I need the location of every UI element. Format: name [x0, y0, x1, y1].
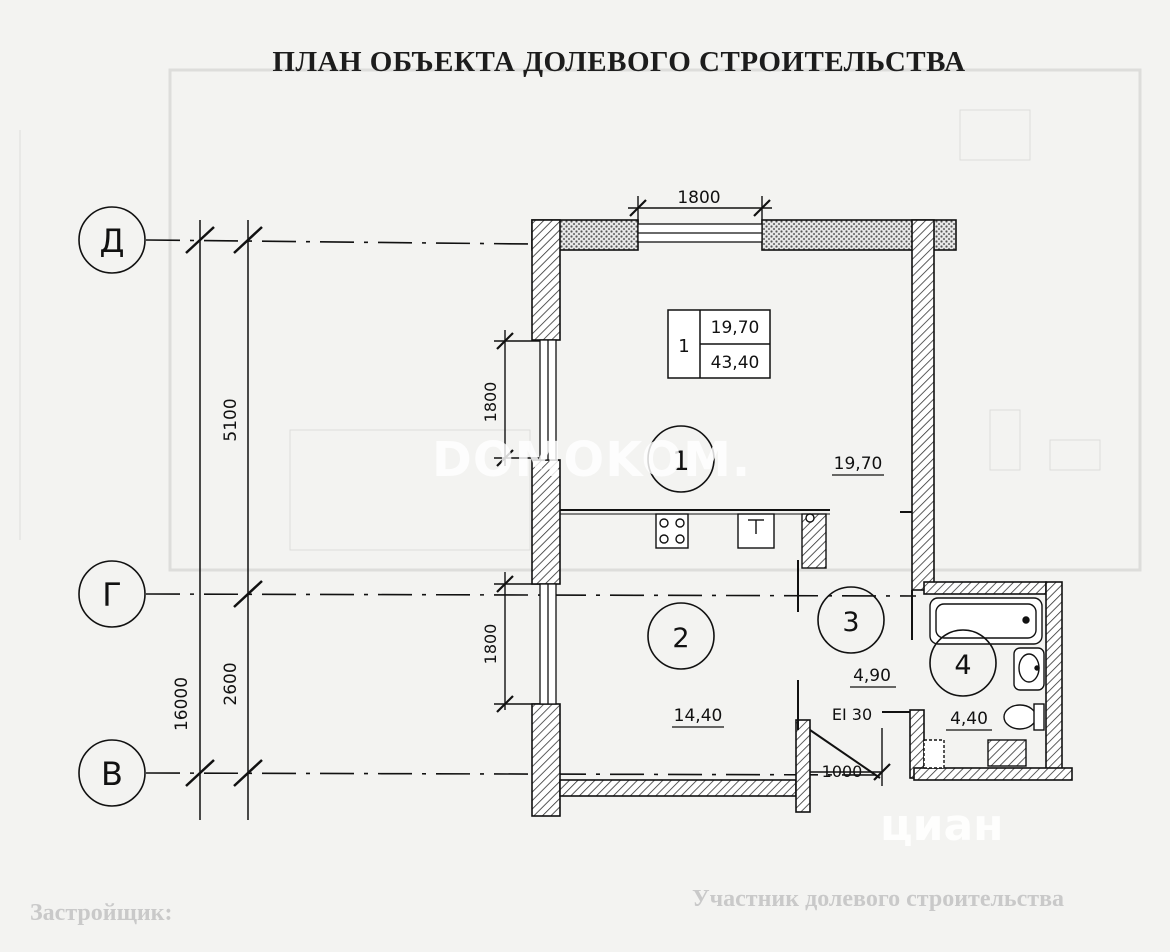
axis-label-v: В	[101, 755, 123, 793]
axis-label-g: Г	[102, 576, 122, 614]
grid-axes	[78, 206, 917, 807]
toilet-icon	[1003, 704, 1037, 730]
window-left-lower-dimension: 1800	[481, 624, 500, 665]
left-dimension-chains	[185, 220, 263, 820]
page-title: ПЛАН ОБЪЕКТА ДОЛЕВОГО СТРОИТЕЛЬСТВА	[272, 46, 966, 78]
room-4-number: 4	[954, 650, 971, 681]
footer-participant: Участник долевого строительства	[692, 886, 1065, 912]
axis-label-d: Д	[100, 222, 125, 260]
room-2-number: 2	[672, 623, 689, 654]
room-4-area: 4,40	[950, 709, 988, 729]
watermark-logo: DOMOKOM.	[432, 432, 752, 488]
summary-apartment-number: 1	[678, 336, 689, 357]
room-2-area: 14,40	[674, 706, 723, 726]
dimension-g-v: 2600	[221, 662, 241, 705]
room-markers	[647, 425, 997, 697]
room-3-marker	[817, 586, 885, 654]
watermark-cian: циан	[880, 800, 1004, 851]
door-width-dimension: 1000	[822, 762, 863, 781]
washing-machine-icon	[987, 739, 1027, 767]
footer-developer: Застройщик:	[30, 900, 173, 926]
window-left-upper-dimension: 1800	[481, 382, 500, 423]
axis-circle-g	[78, 560, 146, 628]
background-bleed	[19, 68, 1142, 572]
room-1-marker	[647, 425, 715, 493]
dimension-total: 16000	[172, 677, 192, 731]
exterior-walls	[531, 219, 1073, 817]
area-summary-table	[667, 309, 771, 379]
fridge-icon	[801, 513, 827, 569]
summary-living-area: 19,70	[711, 318, 760, 338]
windows	[539, 223, 763, 705]
axis-circle-d	[78, 206, 146, 274]
kitchen-fixtures	[655, 513, 827, 569]
dimension-d-g: 5100	[221, 398, 241, 441]
bathroom-fixtures	[923, 597, 1045, 769]
interior-partitions	[560, 509, 913, 779]
room-1-number: 1	[672, 446, 689, 477]
stove-icon	[655, 513, 689, 549]
room-3-area: 4,90	[853, 666, 891, 686]
left-window-dimensions	[494, 330, 546, 713]
window-top-dimension: 1800	[677, 188, 720, 208]
room-4-marker	[929, 629, 997, 697]
room-1-area: 19,70	[834, 454, 883, 474]
axis-circle-v	[78, 739, 146, 807]
door-dimension-line	[810, 728, 891, 786]
room-2-marker	[647, 602, 715, 670]
summary-total-area: 43,40	[711, 353, 760, 373]
room-3-number: 3	[842, 607, 859, 638]
fire-rating-label: EI 30	[832, 705, 872, 724]
